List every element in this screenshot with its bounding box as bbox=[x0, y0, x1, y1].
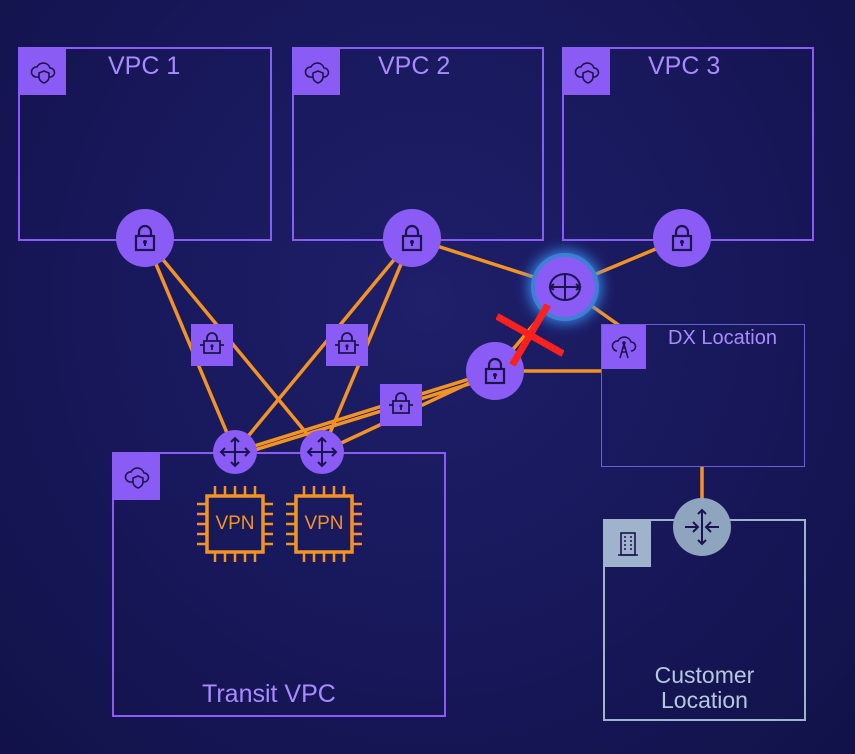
vpn-connection-3[interactable] bbox=[380, 384, 422, 426]
cloud-shield-icon bbox=[294, 49, 340, 95]
vpn-connection-1[interactable] bbox=[191, 324, 233, 366]
dx-location-box: DX Location bbox=[601, 324, 805, 467]
vpn-chip-icon: VPN bbox=[197, 486, 273, 562]
red-x-icon bbox=[496, 304, 564, 366]
vpn-tunnel-icon bbox=[200, 332, 224, 354]
vpc-2-label: VPC 2 bbox=[378, 52, 451, 80]
customer-router-icon bbox=[685, 508, 719, 546]
vpc-3-vpn-gateway[interactable] bbox=[653, 209, 711, 267]
customer-label-line2: Location bbox=[661, 687, 748, 713]
cloud-shield-icon bbox=[114, 454, 160, 500]
transit-router-2[interactable] bbox=[300, 430, 344, 474]
customer-location-box: Customer Location bbox=[603, 519, 806, 721]
building-icon bbox=[605, 521, 651, 567]
transit-vpc-label: Transit VPC bbox=[202, 680, 336, 708]
lock-icon bbox=[671, 224, 693, 252]
vpn-chip-icon: VPN bbox=[286, 486, 362, 562]
vpn-connection-2[interactable] bbox=[326, 324, 368, 366]
dx-tower-icon bbox=[602, 325, 646, 369]
customer-label-line1: Customer bbox=[654, 662, 755, 688]
transit-router-1[interactable] bbox=[213, 430, 257, 474]
customer-router[interactable] bbox=[673, 498, 731, 556]
vpc-1-label: VPC 1 bbox=[108, 52, 181, 80]
direct-connect-icon bbox=[548, 273, 582, 301]
vpc-3-box: VPC 3 bbox=[562, 47, 814, 241]
vpc-2-vpn-gateway[interactable] bbox=[383, 209, 441, 267]
router-arrows-icon bbox=[219, 436, 251, 468]
vpc-3-label: VPC 3 bbox=[648, 52, 721, 80]
lock-icon bbox=[484, 357, 506, 385]
vpn-tunnel-icon bbox=[389, 392, 413, 414]
vpn-tunnel-icon bbox=[335, 332, 359, 354]
lock-icon bbox=[401, 224, 423, 252]
cloud-shield-icon bbox=[20, 49, 66, 95]
vpc-1-vpn-gateway[interactable] bbox=[116, 209, 174, 267]
router-arrows-icon bbox=[306, 436, 338, 468]
vpn-chip-label: VPN bbox=[215, 513, 255, 534]
secondary-vpn-gateway[interactable] bbox=[466, 342, 524, 400]
cloud-shield-icon bbox=[564, 49, 610, 95]
dx-location-label: DX Location bbox=[668, 327, 777, 349]
lock-icon bbox=[134, 224, 156, 252]
customer-location-label: Customer Location bbox=[605, 663, 804, 713]
transit-vpc-box: Transit VPC bbox=[112, 452, 446, 717]
vpn-chip-label: VPN bbox=[304, 513, 344, 534]
